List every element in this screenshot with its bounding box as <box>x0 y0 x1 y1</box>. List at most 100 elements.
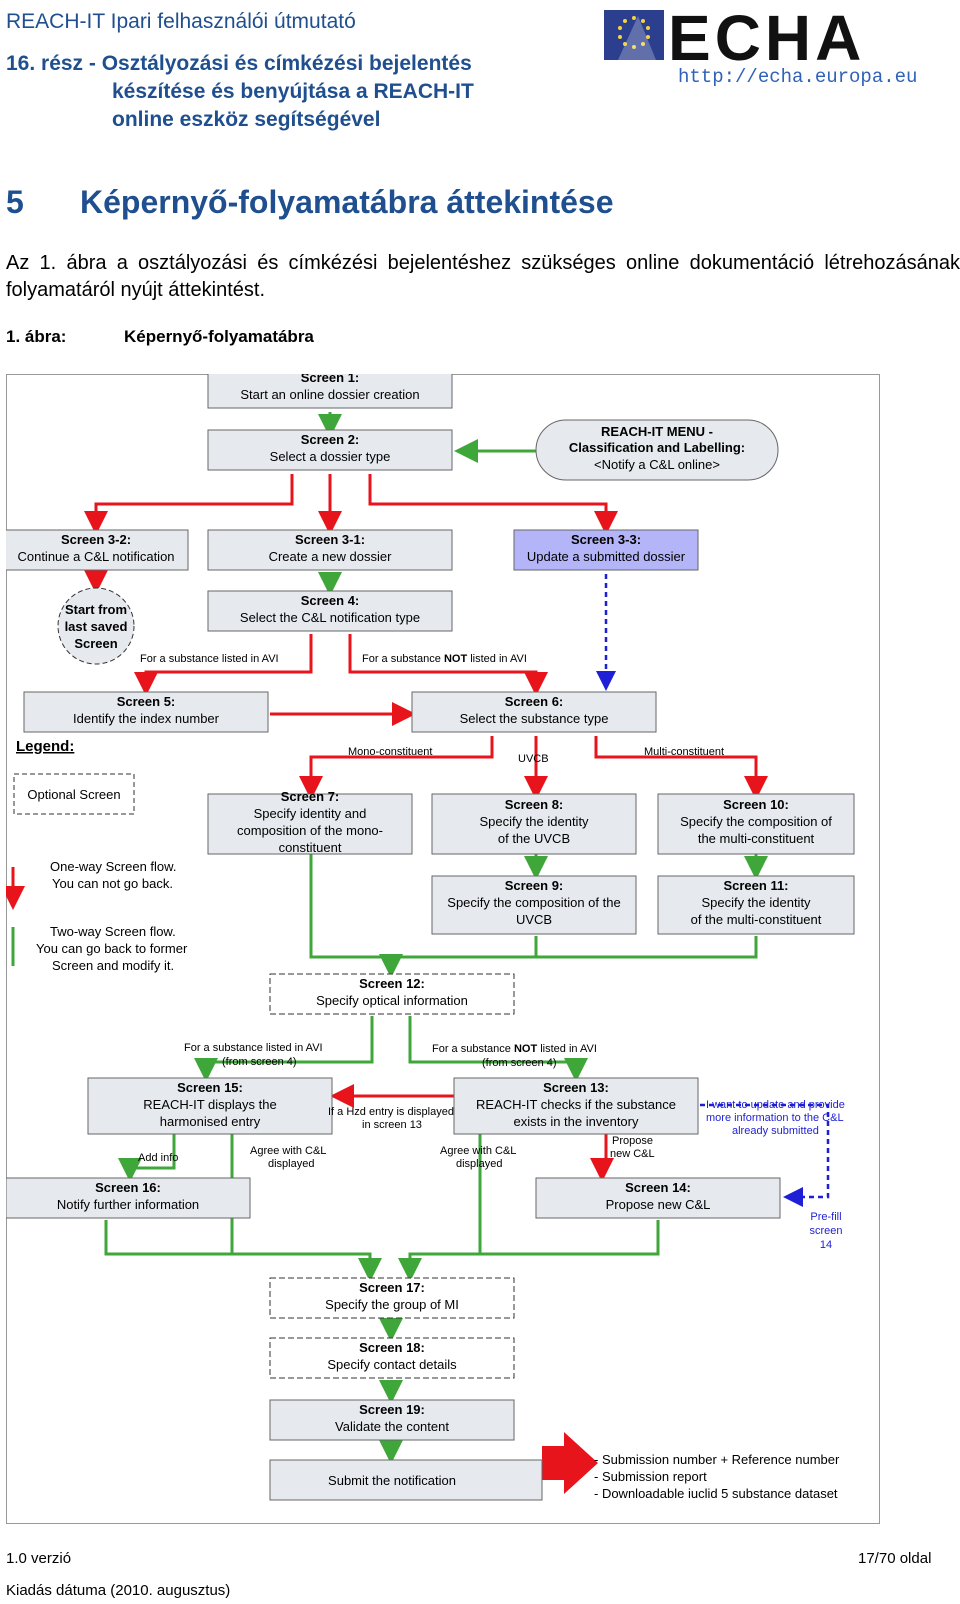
footer-version: 1.0 verzió <box>6 1550 72 1567</box>
screen-11-title: Screen 11: <box>723 878 788 893</box>
label-avi-2: For a substance listed in AVI <box>184 1042 323 1054</box>
screen-11-box: Screen 11: Specify the identity of the m… <box>657 875 855 935</box>
screen-3-3-title: Screen 3-3: <box>571 532 641 547</box>
screen-5-title: Screen 5: <box>117 694 176 709</box>
echa-logo: ECHA http://echa.europa.eu <box>604 6 917 88</box>
screen-6-text: Select the substance type <box>460 711 609 726</box>
footer-date: Kiadás dátuma (2010. augusztus) <box>6 1582 231 1599</box>
section-number: 5 <box>6 184 24 220</box>
screen-11-line-2: of the multi-constituent <box>691 912 822 927</box>
legend-title: Legend: <box>16 738 74 755</box>
intro-paragraph: Az 1. ábra a osztályozási és címkézési b… <box>6 252 960 301</box>
screen-19-text: Validate the content <box>335 1419 449 1434</box>
reach-it-menu-box: REACH-IT MENU - Classification and Label… <box>535 419 779 481</box>
label-agree-left-1: Agree with C&L <box>250 1145 326 1157</box>
label-not-avi-2-from: (from screen 4) <box>482 1057 557 1069</box>
screen-1-text: Start an online dossier creation <box>240 387 419 402</box>
legend-optional-text: Optional Screen <box>27 787 120 802</box>
label-mono-constituent: Mono-constituent <box>348 746 432 758</box>
document-title: REACH-IT Ipari felhasználói útmutató <box>6 10 356 33</box>
screen-8-line-1: Specify the identity <box>479 814 589 829</box>
screen-3-2-title: Screen 3-2: <box>61 532 131 547</box>
screen-5-box: Screen 5: Identify the index number <box>23 691 269 733</box>
legend-twoway-3: Screen and modify it. <box>52 958 174 973</box>
figure-caption: 1. ábra: Képernyő-folyamatábra <box>6 327 314 347</box>
label-agree-right-2: displayed <box>456 1158 502 1170</box>
screen-12-title: Screen 12: <box>359 976 425 991</box>
screen-7-title: Screen 7: <box>281 789 340 804</box>
figure-label: 1. ábra: <box>6 327 67 346</box>
screen-13-line-1: REACH-IT checks if the substance <box>476 1097 676 1112</box>
screen-10-box: Screen 10: Specify the composition of th… <box>657 793 855 855</box>
label-listed-in-avi: For a substance listed in AVI <box>140 653 279 665</box>
screen-18-box: Screen 18: Specify contact details <box>269 1337 515 1379</box>
screen-7-line-1: Specify identity and <box>254 806 367 821</box>
legend-twoway-2: You can go back to former <box>36 941 188 956</box>
screen-3-2-text: Continue a C&L notification <box>17 549 174 564</box>
screen-7-line-3: constituent <box>279 840 342 855</box>
screen-10-line-2: the multi-constituent <box>698 831 815 846</box>
menu-line-3: <Notify a C&L online> <box>594 457 720 472</box>
label-agree-left-2: displayed <box>268 1158 314 1170</box>
submit-text: Submit the notification <box>328 1473 456 1488</box>
screen-10-title: Screen 10: <box>723 797 789 812</box>
legend-optional-box <box>13 773 135 815</box>
screen-4-box: Screen 4: Select the C&L notification ty… <box>207 590 453 632</box>
part-title-line-1: 16. rész - Osztályozási és címkézési bej… <box>6 52 472 75</box>
screen-2-box: Screen 2: Select a dossier type <box>207 429 453 471</box>
part-title: 16. rész - Osztályozási és címkézési bej… <box>6 50 586 134</box>
screen-17-box: Screen 17: Specify the group of MI <box>269 1277 515 1319</box>
menu-line-2: Classification and Labelling: <box>569 440 745 455</box>
screen-4-text: Select the C&L notification type <box>240 610 420 625</box>
logo-text: ECHA <box>668 6 865 74</box>
output-line-1: - Submission number + Reference number <box>594 1452 840 1467</box>
figure-title: Képernyő-folyamatábra <box>124 327 314 346</box>
screen-15-title: Screen 15: <box>177 1080 243 1095</box>
screen-8-line-2: of the UVCB <box>498 831 570 846</box>
screen-15-box: Screen 15: REACH-IT displays the harmoni… <box>87 1077 333 1135</box>
screen-2-title: Screen 2: <box>301 432 360 447</box>
label-prefill-2: screen <box>809 1225 842 1237</box>
screen-3-2-box: Screen 3-2: Continue a C&L notification <box>6 529 189 571</box>
screen-19-title: Screen 19: <box>359 1402 425 1417</box>
big-arrow-icon <box>542 1432 598 1494</box>
legend-oneway-1: One-way Screen flow. <box>50 859 176 874</box>
start-from-last-saved-circle: Start from last saved Screen <box>57 587 135 665</box>
label-agree-right-1: Agree with C&L <box>440 1145 516 1157</box>
screen-13-box: Screen 13: REACH-IT checks if the substa… <box>453 1077 699 1135</box>
screen-7-box: Screen 7: Specify identity and compositi… <box>207 789 413 855</box>
logo-url: http://echa.europa.eu <box>678 66 917 88</box>
screen-10-line-1: Specify the composition of <box>680 814 832 829</box>
label-hzd-1: If a Hzd entry is displayed <box>328 1106 454 1118</box>
footer-page: 17/70 oldal <box>858 1550 932 1567</box>
screen-11-line-1: Specify the identity <box>701 895 811 910</box>
screen-13-line-2: exists in the inventory <box>513 1114 639 1129</box>
label-propose-1: Propose <box>612 1135 653 1147</box>
screen-2-text: Select a dossier type <box>270 449 391 464</box>
label-propose-2: new C&L <box>610 1148 655 1160</box>
label-prefill-3: 14 <box>820 1239 832 1251</box>
flowchart-figure: Screen 1: Start an online dossier creati… <box>6 374 880 1524</box>
label-prefill-1: Pre-fill <box>810 1211 841 1223</box>
screen-13-title: Screen 13: <box>543 1080 609 1095</box>
label-hzd-2: in screen 13 <box>362 1119 422 1131</box>
screen-6-title: Screen 6: <box>505 694 564 709</box>
screen-1-title: Screen 1: <box>301 374 360 385</box>
screen-12-text: Specify optical information <box>316 993 468 1008</box>
menu-line-1: REACH-IT MENU - <box>601 424 713 439</box>
screen-4-title: Screen 4: <box>301 593 360 608</box>
screen-9-line-2: UVCB <box>516 912 552 927</box>
screen-17-text: Specify the group of MI <box>325 1297 459 1312</box>
label-update-1: I want to update and provide <box>706 1099 845 1111</box>
part-title-line-2: készítése és benyújtása a REACH-IT <box>112 80 474 103</box>
screen-3-3-box: Screen 3-3: Update a submitted dossier <box>513 529 699 571</box>
screen-14-title: Screen 14: <box>625 1180 691 1195</box>
screen-18-text: Specify contact details <box>327 1357 457 1372</box>
label-update-2: more information to the C&L <box>706 1112 844 1124</box>
start-line-2: last saved <box>65 619 128 634</box>
screen-16-box: Screen 16: Notify further information <box>6 1177 251 1219</box>
label-uvcb: UVCB <box>518 753 549 765</box>
screen-9-box: Screen 9: Specify the composition of the… <box>431 875 637 935</box>
screen-9-line-1: Specify the composition of the <box>447 895 620 910</box>
